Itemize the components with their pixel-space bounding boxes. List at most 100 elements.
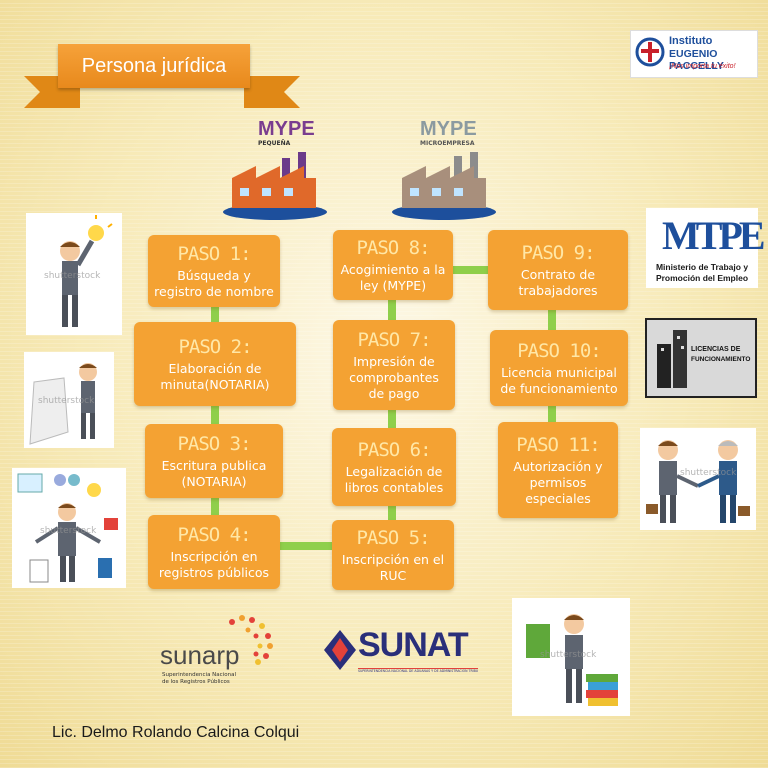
step-label: PASO 11: — [516, 433, 601, 456]
mype-pequena-sub: PEQUEÑA — [258, 140, 291, 147]
handshake-icon — [646, 440, 750, 523]
step-label: PASO 7: — [357, 328, 431, 351]
institute-tagline: ¡Nos importa tu éxito! — [669, 63, 736, 70]
watermark: shutterstock — [38, 396, 95, 406]
connector-col2 — [388, 296, 396, 528]
ministerio-logo: MTPE Ministerio de Trabajo y Promoción d… — [646, 208, 766, 288]
step-box-3: PASO 3: Escritura publica(NOTARIA) — [145, 424, 283, 498]
step-label: PASO 9: — [521, 241, 595, 264]
step-desc-line: registros públicos — [158, 564, 270, 580]
illustration-multitask: shutterstock — [12, 468, 126, 588]
step-desc-line: ley (MYPE) — [359, 277, 427, 293]
sunat-logo: SUNAT SUPERINTENDENCIA NACIONAL DE ADUAN… — [322, 626, 478, 682]
step-desc-line: especiales — [525, 490, 591, 506]
businessman-idea-icon — [60, 215, 113, 327]
step-label: PASO 10: — [517, 339, 602, 362]
businessman-document-icon — [29, 363, 97, 445]
step-desc-line: permisos — [529, 474, 587, 490]
mtpe-monogram-icon: MTPE — [662, 213, 766, 258]
step-desc-line: Inscripción en — [170, 548, 258, 564]
factory-gray-icon — [392, 152, 496, 220]
licencias-line1: LICENCIAS DE — [691, 346, 741, 353]
watermark: shutterstock — [540, 650, 597, 660]
step-desc-line: de pago — [368, 385, 420, 401]
sunarp-sub2: de los Registros Públicos — [162, 679, 230, 685]
sunat-name: SUNAT — [358, 626, 469, 664]
step-desc-line: Inscripción en el — [341, 551, 445, 567]
banner-tail-right — [244, 76, 300, 108]
ministerio-line1: Ministerio de Trabajo y — [655, 262, 749, 272]
businessman-multitask-icon — [17, 473, 118, 583]
step-desc-line: Impresión de — [353, 353, 435, 369]
mype-micro-sub: MICROEMPRESA — [420, 140, 475, 147]
step-label: PASO 3: — [177, 432, 251, 455]
step-label: PASO 2: — [178, 335, 252, 358]
connector-4-5 — [278, 542, 338, 550]
step-desc-line: registro de nombre — [154, 283, 274, 299]
step-desc-line: Escritura publica — [161, 457, 267, 473]
licencias-line2: FUNCIONAMIENTO — [691, 356, 751, 363]
institute-emblem-icon — [635, 37, 665, 67]
illustration-idea: shutterstock — [26, 213, 122, 335]
step-label: PASO 8: — [356, 236, 430, 259]
step-desc-line: minuta(NOTARIA) — [160, 376, 270, 392]
ministerio-line2: Promoción del Empleo — [655, 273, 749, 283]
step-desc-line: comprobantes — [349, 369, 439, 385]
step-label: PASO 5: — [356, 526, 430, 549]
step-desc-line: libros contables — [344, 479, 444, 495]
institute-line2: EUGENIO PACCELLY — [669, 48, 724, 72]
illustration-books: shutterstock — [512, 598, 630, 716]
watermark: shutterstock — [40, 526, 97, 536]
licencias-logo: LICENCIAS DE FUNCIONAMIENTO — [645, 318, 757, 398]
step-desc-line: Licencia municipal — [501, 364, 617, 380]
step-desc-line: de funcionamiento — [500, 380, 618, 396]
factory-orange-icon — [223, 152, 327, 220]
sunarp-name: sunarp — [160, 640, 240, 670]
illustration-handshake: shutterstock — [640, 428, 756, 530]
institute-line1: Instituto — [669, 35, 713, 47]
illustration-paper: shutterstock — [24, 352, 114, 448]
page-title: Persona jurídica — [58, 44, 250, 88]
sunat-sub: SUPERINTENDENCIA NACIONAL DE ADUANAS Y D… — [358, 668, 478, 673]
footer-author: Lic. Delmo Rolando Calcina Colqui — [52, 724, 300, 741]
mype-micro-brand: MYPE — [420, 118, 477, 140]
watermark: shutterstock — [44, 271, 101, 281]
mype-pequena-brand: MYPE — [258, 118, 315, 140]
sunarp-logo: sunarp Superintendencia Nacional de los … — [156, 612, 286, 692]
watermark: shutterstock — [680, 468, 737, 478]
sunarp-dots-icon — [229, 615, 273, 665]
step-desc-line: trabajadores — [518, 282, 598, 298]
sunat-emblem-icon — [324, 630, 356, 670]
step-desc-line: RUC — [379, 567, 407, 583]
step-desc-line: Contrato de — [520, 266, 596, 282]
step-desc-line: Búsqueda y — [177, 267, 251, 283]
step-desc-line: Legalización de — [345, 463, 443, 479]
step-desc-line: Acogimiento a la — [340, 261, 446, 277]
step-label: PASO 6: — [357, 438, 431, 461]
step-label: PASO 4: — [177, 523, 251, 546]
sunarp-sub1: Superintendencia Nacional — [162, 672, 236, 678]
connector-8-9 — [452, 266, 494, 274]
building-icon — [657, 330, 687, 388]
connector-col1 — [211, 300, 219, 524]
step-desc-line: Elaboración de — [168, 360, 262, 376]
